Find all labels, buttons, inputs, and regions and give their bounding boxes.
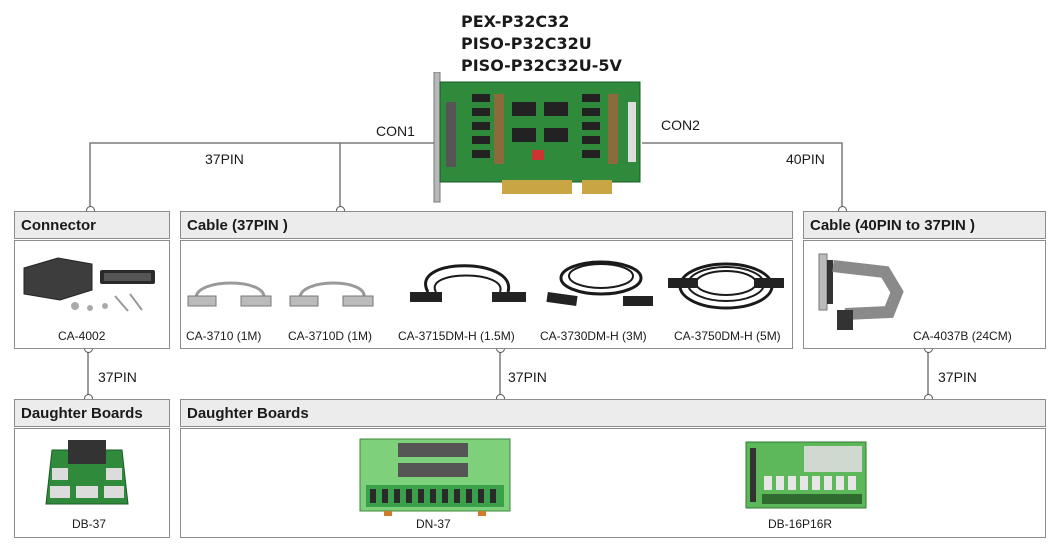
connector-section-header: Connector bbox=[14, 211, 170, 239]
cable37-panel bbox=[180, 240, 793, 349]
ca4037b-image bbox=[818, 253, 904, 330]
db16p16r-image bbox=[745, 441, 867, 509]
daughter-left-header: Daughter Boards bbox=[14, 399, 170, 427]
mid-pin-label: 37PIN bbox=[508, 369, 547, 385]
dn37-image bbox=[359, 438, 511, 516]
con2-pin-label: 40PIN bbox=[786, 151, 825, 167]
daughter-main-header: Daughter Boards bbox=[180, 399, 1046, 427]
cable40-panel bbox=[803, 240, 1046, 349]
ca3710d-image bbox=[289, 281, 374, 307]
db37-image bbox=[45, 440, 129, 505]
con2-label: CON2 bbox=[661, 117, 700, 133]
ca4002-label: CA-4002 bbox=[58, 329, 106, 343]
right-pin-label: 37PIN bbox=[938, 369, 977, 385]
ca4037b-label: CA-4037B (24CM) bbox=[913, 329, 1012, 343]
ca3710-label: CA-3710 (1M) bbox=[186, 329, 262, 343]
ca3710d-label: CA-3710D (1M) bbox=[288, 329, 373, 343]
ca3715-label: CA-3715DM-H (1.5M) bbox=[398, 329, 515, 343]
product-title-3: PISO-P32C32U-5V bbox=[461, 56, 622, 75]
pci-card-image bbox=[433, 72, 641, 203]
ca4002-image bbox=[23, 257, 155, 312]
con1-label: CON1 bbox=[376, 123, 415, 139]
ca3750-label: CA-3750DM-H (5M) bbox=[674, 329, 781, 343]
ca3715-image bbox=[410, 264, 526, 302]
db37-label: DB-37 bbox=[72, 517, 107, 531]
product-title-1: PEX-P32C32 bbox=[461, 12, 570, 31]
ca3730-image bbox=[546, 260, 653, 307]
product-title-2: PISO-P32C32U bbox=[461, 34, 592, 53]
con1-pin-label: 37PIN bbox=[205, 151, 244, 167]
cable37-section-header: Cable (37PIN ) bbox=[180, 211, 793, 239]
ca3750-image bbox=[668, 262, 784, 310]
cable40-section-header: Cable (40PIN to 37PIN ) bbox=[803, 211, 1046, 239]
db16p16r-label: DB-16P16R bbox=[768, 517, 833, 531]
daughter-main-panel bbox=[180, 428, 1046, 538]
ca3730-label: CA-3730DM-H (3M) bbox=[540, 329, 647, 343]
ca3710-image bbox=[187, 281, 272, 307]
dn37-label: DN-37 bbox=[416, 517, 451, 531]
left-pin-label: 37PIN bbox=[98, 369, 137, 385]
